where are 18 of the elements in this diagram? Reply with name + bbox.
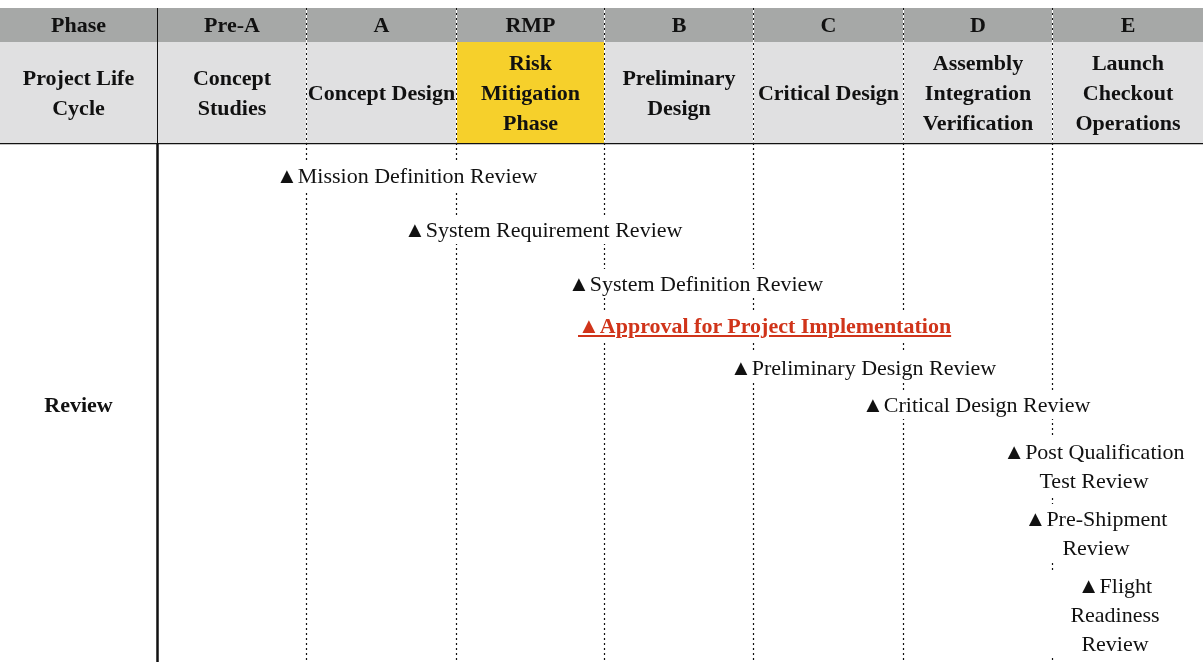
phase-name-cell: Preliminary Design: [605, 42, 753, 143]
row-header: Review: [43, 391, 114, 419]
header-cell: Phase: [0, 8, 157, 42]
header-cell: B: [605, 8, 753, 42]
header-cell: A: [307, 8, 456, 42]
key-milestone-label: ▲Approval for Project Implementation: [578, 311, 952, 340]
phase-name-cell: Risk Mitigation Phase: [457, 42, 604, 143]
phase-name-cell: Launch Checkout Operations: [1053, 42, 1203, 143]
phase-name-cell: Critical Design: [754, 42, 903, 143]
header-cell: E: [1053, 8, 1203, 42]
phase-name-cell: Project Life Cycle: [0, 42, 157, 143]
phase-name-cell: Assembly Integration Verification: [904, 42, 1052, 143]
header-cell: D: [904, 8, 1052, 42]
header-cell: Pre-A: [158, 8, 306, 42]
header-cell: RMP: [457, 8, 604, 42]
phase-name-cell: Concept Design: [307, 42, 456, 143]
phase-name-cell: Concept Studies: [158, 42, 306, 143]
header-cell: C: [754, 8, 903, 42]
